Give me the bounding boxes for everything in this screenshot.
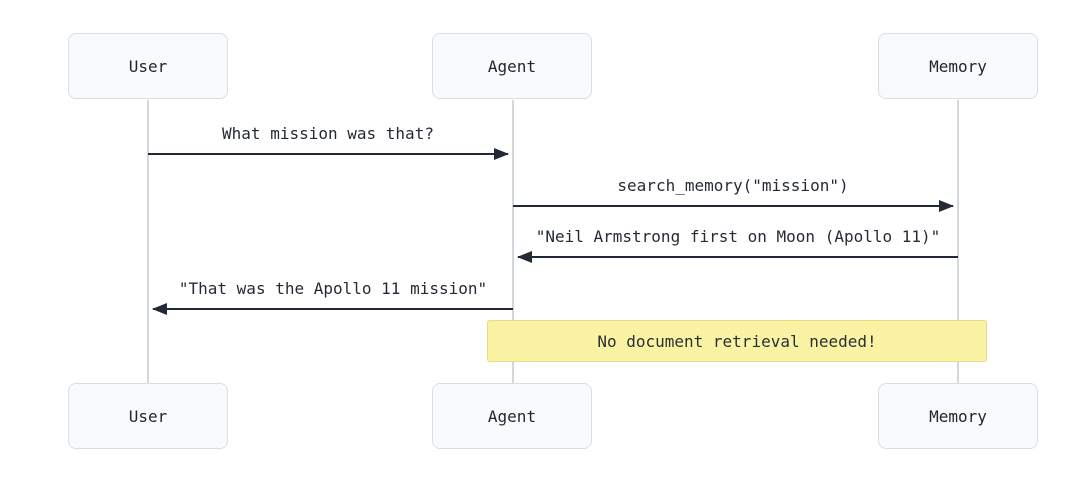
message-line [148, 148, 509, 160]
actor-label-memory: Memory [929, 406, 987, 426]
arrowhead-right-icon [939, 200, 954, 212]
actor-label-user: User [128, 56, 168, 76]
lifeline-user [147, 100, 149, 383]
message-label: "Neil Armstrong first on Moon (Apollo 11… [535, 227, 941, 246]
message-agent-to-memory: search_memory("mission") [513, 176, 954, 212]
message-user-to-agent: What mission was that? [148, 124, 509, 160]
message-label: "That was the Apollo 11 mission" [178, 279, 488, 298]
note-box: No document retrieval needed! [487, 320, 987, 362]
lifeline-memory [957, 100, 959, 383]
message-line [517, 251, 958, 263]
note-text: No document retrieval needed! [597, 331, 877, 351]
arrowhead-left-icon [152, 303, 167, 315]
actor-box-agent-top: Agent [432, 33, 592, 99]
message-memory-to-agent: "Neil Armstrong first on Moon (Apollo 11… [517, 227, 958, 263]
arrowhead-left-icon [517, 251, 532, 263]
lifeline-agent [512, 100, 514, 383]
actor-box-user-bottom: User [68, 383, 228, 449]
actor-label-agent: Agent [487, 56, 537, 76]
message-line [513, 200, 954, 212]
message-label: What mission was that? [222, 124, 434, 143]
actor-box-agent-bottom: Agent [432, 383, 592, 449]
actor-box-memory-top: Memory [878, 33, 1038, 99]
message-line [152, 303, 513, 315]
actor-label-user: User [128, 406, 168, 426]
message-agent-to-user: "That was the Apollo 11 mission" [152, 279, 513, 315]
actor-box-memory-bottom: Memory [878, 383, 1038, 449]
arrowhead-right-icon [494, 148, 509, 160]
actor-box-user-top: User [68, 33, 228, 99]
actor-label-memory: Memory [929, 56, 987, 76]
message-label: search_memory("mission") [617, 176, 849, 195]
actor-label-agent: Agent [487, 406, 537, 426]
